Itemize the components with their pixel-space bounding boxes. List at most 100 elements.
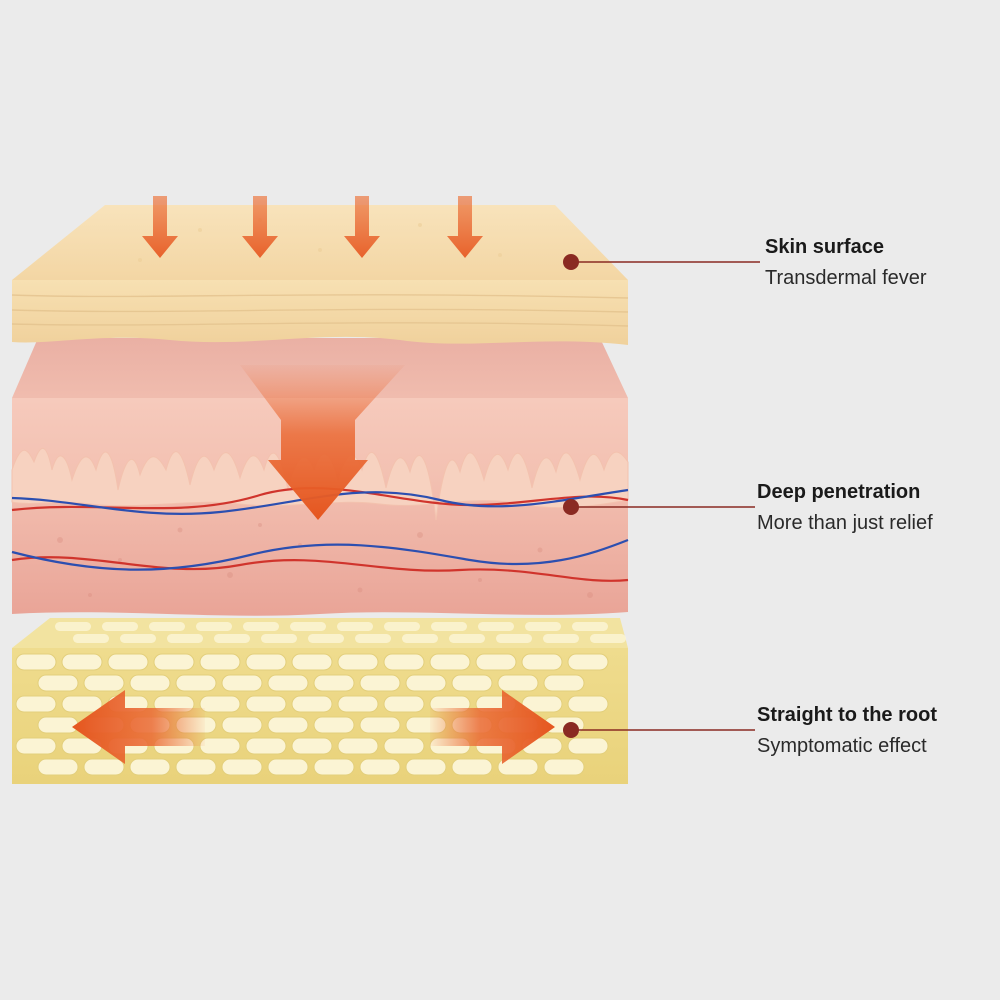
fat-cell <box>221 674 263 692</box>
artery-line <box>11 487 629 512</box>
fat-cell <box>451 758 493 776</box>
callout-line-skin-surface <box>563 254 760 270</box>
fat-cell <box>129 758 171 776</box>
fat-cell <box>521 653 563 671</box>
fat-cell <box>15 653 57 671</box>
fat-cell <box>149 622 185 631</box>
fat-cell <box>153 653 195 671</box>
fat-cell <box>449 634 485 643</box>
label-subtitle-deep-penetration: More than just relief <box>757 512 933 534</box>
fat-cell <box>196 622 232 631</box>
fat-cell <box>402 634 438 643</box>
epidermis-layer <box>11 205 629 345</box>
right-arrow-icon <box>430 690 555 764</box>
fat-cell <box>291 737 333 755</box>
fat-cell <box>167 634 203 643</box>
fat-cell <box>543 634 579 643</box>
fat-cell <box>55 622 91 631</box>
fat-cell <box>429 653 471 671</box>
fat-cell <box>383 695 425 713</box>
epidermis-texture <box>11 294 629 327</box>
fat-cell <box>590 634 626 643</box>
fat-cell <box>267 716 309 734</box>
fat-cell <box>359 674 401 692</box>
fat-cell <box>567 737 609 755</box>
fat-cell <box>496 634 532 643</box>
fat-cell <box>567 695 609 713</box>
down-arrow-icon <box>344 196 380 258</box>
fat-cell <box>308 634 344 643</box>
fat-cell <box>61 653 103 671</box>
fat-cell <box>61 695 103 713</box>
fat-cell <box>83 758 125 776</box>
fat-cell <box>267 674 309 692</box>
fat-cell <box>175 674 217 692</box>
artery-line <box>11 556 629 582</box>
label-title-straight-to-root: Straight to the root <box>757 704 937 726</box>
fat-cell <box>73 634 109 643</box>
label-subtitle-straight-to-root: Symptomatic effect <box>757 735 927 757</box>
label-title-deep-penetration: Deep penetration <box>757 481 921 503</box>
fat-cell <box>572 622 608 631</box>
fat-cell <box>245 695 287 713</box>
fat-cell <box>337 695 379 713</box>
fat-cell <box>475 653 517 671</box>
fat-cell <box>129 674 171 692</box>
fat-cell <box>37 674 79 692</box>
fat-cell <box>214 634 250 643</box>
fat-cell <box>245 737 287 755</box>
large-down-arrow-icon <box>240 365 405 520</box>
fat-cell <box>497 758 539 776</box>
fat-cell <box>243 622 279 631</box>
fat-cell <box>199 695 241 713</box>
fat-cell <box>543 758 585 776</box>
fat-cell <box>359 758 401 776</box>
fat-cell <box>451 674 493 692</box>
fat-cell <box>383 737 425 755</box>
dermis-texture <box>57 523 593 598</box>
fat-cell <box>313 716 355 734</box>
fat-cell <box>383 653 425 671</box>
fat-cell <box>405 674 447 692</box>
fat-cell <box>221 758 263 776</box>
fat-cell <box>37 716 79 734</box>
fat-cell <box>355 634 391 643</box>
fat-cell <box>267 758 309 776</box>
fat-cell <box>83 674 125 692</box>
fat-cell <box>261 634 297 643</box>
fat-cell <box>199 737 241 755</box>
fat-layer <box>12 618 628 784</box>
fat-cell <box>359 716 401 734</box>
left-arrow-icon <box>72 690 205 764</box>
down-arrow-icon <box>447 196 483 258</box>
fat-cell <box>120 634 156 643</box>
down-arrow-icon <box>242 196 278 258</box>
fat-cell <box>337 737 379 755</box>
fat-cell <box>478 622 514 631</box>
fat-cell <box>175 758 217 776</box>
fat-cell <box>291 695 333 713</box>
fat-cell <box>337 622 373 631</box>
fat-cell <box>525 622 561 631</box>
fat-cell <box>221 716 263 734</box>
fat-cell <box>431 622 467 631</box>
fat-cell <box>245 653 287 671</box>
fat-cell <box>384 622 420 631</box>
fat-cell <box>567 653 609 671</box>
fat-cell <box>290 622 326 631</box>
callout-line-straight-to-root <box>563 722 755 738</box>
fat-cells <box>15 622 626 776</box>
fat-cell <box>15 737 57 755</box>
fat-cell <box>405 758 447 776</box>
fat-cell <box>199 653 241 671</box>
callout-line-deep-penetration <box>563 499 755 515</box>
fat-cell <box>543 674 585 692</box>
fat-cell <box>15 695 57 713</box>
fat-cell <box>107 653 149 671</box>
fat-cell <box>313 674 355 692</box>
fat-cell <box>337 653 379 671</box>
fat-cell <box>313 758 355 776</box>
down-arrow-icon <box>142 196 178 258</box>
fat-cell <box>37 758 79 776</box>
